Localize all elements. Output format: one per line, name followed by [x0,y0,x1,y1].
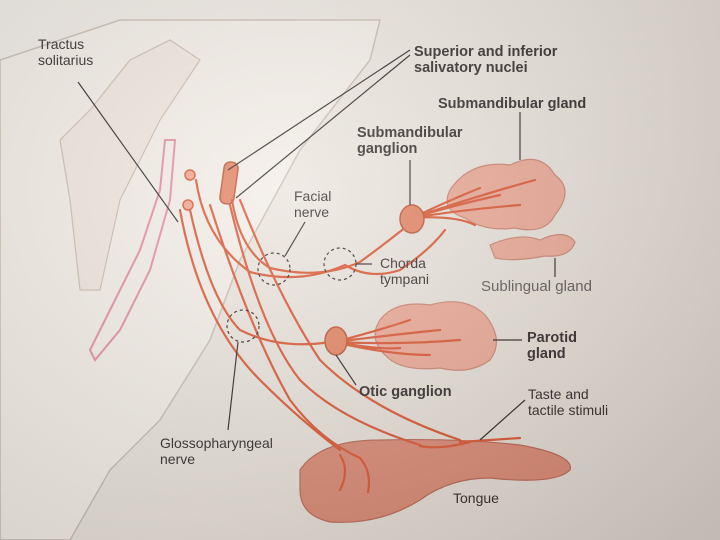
label-glossopharyngeal-nerve: Glossopharyngeal nerve [160,435,273,467]
label-submandibular-ganglion: Submandibular ganglion [357,125,463,157]
leader-facial [284,221,306,257]
label-taste-tactile: Taste and tactile stimuli [528,386,609,418]
leader-salivatory-1 [227,49,411,171]
leader-taste [479,399,526,441]
label-tractus-solitarius: Tractus solitarius [38,36,94,68]
lingual-branch [228,203,422,447]
tongue-branches [338,436,522,494]
glossopharyngeal-path [188,208,332,346]
sublingual-gland-shape [489,233,576,261]
tongue-shape [299,438,571,523]
label-salivatory-nuclei: Superior and inferior salivatory nuclei [414,44,558,76]
facial-nerve-marker [257,252,291,286]
label-tongue: Tongue [453,490,499,506]
label-sublingual-gland: Sublingual gland [481,278,592,295]
lingual-branch-3 [208,203,362,460]
label-facial-nerve: Facial nerve [294,188,332,220]
tractus-solitarius-tract [88,139,177,362]
leader-glosso [227,341,239,431]
lingual-branch-2 [238,198,462,442]
otic-ganglion-shape [324,326,348,356]
submandibular-branches [410,178,537,227]
chorda-tympani-path [343,228,447,276]
submandibular-ganglion-shape [399,204,425,234]
label-parotid-gland: Parotid gland [527,330,577,362]
salivatory-nucleus [219,161,239,205]
neuron-1 [184,169,196,181]
submandibular-gland-shape [446,158,566,231]
otic-branches [333,318,462,357]
glossopharyngeal-path-2 [178,208,342,452]
label-chorda-tympani: Chorda tympani [380,255,430,287]
leader-salivatory-2 [235,54,411,199]
glossopharyngeal-marker [226,309,260,343]
label-otic-ganglion: Otic ganglion [359,384,452,400]
facial-nerve-path [230,198,414,274]
leader-otic [335,354,357,386]
chorda-tympani-marker [323,247,357,281]
facial-nerve-path-2 [194,178,347,279]
neuron-2 [182,199,194,211]
brainstem-fold [59,39,201,291]
leader-tractus [77,81,179,223]
label-submandibular-gland: Submandibular gland [438,96,587,112]
